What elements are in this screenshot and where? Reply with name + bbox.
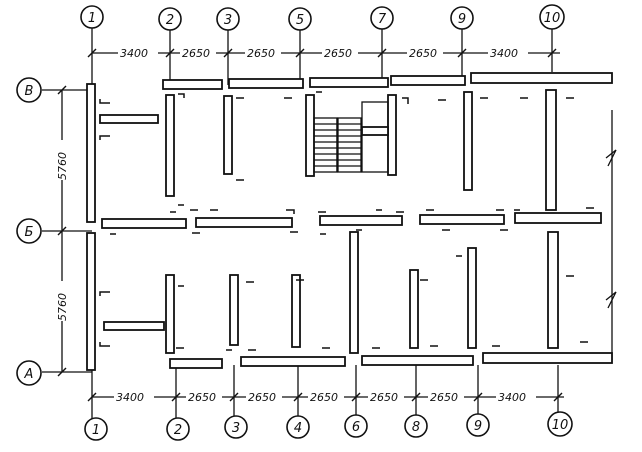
bottom-dim-label: 3400	[116, 391, 144, 404]
axis-bubble: 3	[216, 7, 240, 31]
bottom-axis-markers: 1 2 3 4 6 8 9 10	[84, 411, 573, 441]
row-dim-label: 5760	[56, 152, 69, 180]
dimension-ticks	[57, 48, 563, 402]
bottom-dimensions: 3400 2650 2650 2650 2650 2650 3400	[114, 390, 536, 404]
svg-text:1: 1	[92, 423, 100, 438]
bottom-dim-label: 2650	[370, 391, 398, 404]
svg-text:1: 1	[88, 11, 96, 26]
axis-bubble: А	[16, 360, 42, 386]
svg-text:9: 9	[474, 419, 482, 434]
svg-text:10: 10	[552, 418, 569, 433]
door-marks	[99, 91, 594, 351]
svg-text:2: 2	[166, 13, 174, 28]
top-dim-label: 2650	[409, 47, 437, 60]
row-dim-label: 5760	[56, 293, 69, 321]
axis-bubble: 10	[547, 411, 573, 437]
axis-bubble: Б	[16, 218, 42, 244]
top-dim-label: 2650	[182, 47, 210, 60]
axis-bubble: В	[16, 77, 42, 103]
top-dim-label: 2650	[247, 47, 275, 60]
axis-bubble: 1	[80, 5, 104, 29]
axis-bubble: 7	[370, 6, 394, 30]
top-dim-label: 3400	[120, 47, 148, 60]
bottom-dim-label: 3400	[498, 391, 526, 404]
top-axis-markers: 1 2 3 5 7 9 10	[80, 4, 565, 31]
left-dimensions: 5760 5760	[55, 140, 69, 321]
bottom-dim-label: 2650	[430, 391, 458, 404]
axis-bubble: 2	[166, 417, 190, 441]
svg-text:2: 2	[174, 423, 182, 438]
staircase	[313, 101, 389, 173]
axis-bubble: 10	[539, 4, 565, 30]
top-dim-label: 3400	[490, 47, 518, 60]
svg-text:3: 3	[224, 13, 232, 28]
svg-text:7: 7	[378, 12, 387, 27]
bottom-dim-label: 2650	[188, 391, 216, 404]
axis-bubble: 4	[286, 415, 310, 439]
axis-bubble: 1	[84, 417, 108, 441]
svg-text:В: В	[25, 84, 34, 99]
axis-bubble: 3	[224, 415, 248, 439]
svg-text:9: 9	[458, 12, 466, 27]
svg-text:Б: Б	[25, 225, 34, 240]
svg-text:10: 10	[544, 11, 561, 26]
top-dim-label: 2650	[324, 47, 352, 60]
svg-text:3: 3	[232, 421, 240, 436]
axis-bubble: 2	[158, 7, 182, 31]
axis-bubble: 6	[344, 414, 368, 438]
axis-bubble: 5	[288, 7, 312, 31]
bottom-dim-label: 2650	[310, 391, 338, 404]
svg-text:4: 4	[294, 421, 302, 436]
bottom-dim-label: 2650	[248, 391, 276, 404]
walls	[86, 72, 613, 371]
top-dimensions: 3400 2650 2650 2650 2650 3400	[118, 46, 528, 60]
svg-text:8: 8	[412, 420, 420, 435]
row-axis-markers: В Б А	[16, 77, 42, 386]
svg-text:А: А	[24, 367, 34, 382]
svg-text:6: 6	[352, 420, 360, 435]
axis-bubble: 9	[466, 413, 490, 437]
axis-bubble: 9	[450, 6, 474, 30]
axis-bubble: 8	[404, 414, 428, 438]
svg-text:5: 5	[296, 13, 304, 28]
